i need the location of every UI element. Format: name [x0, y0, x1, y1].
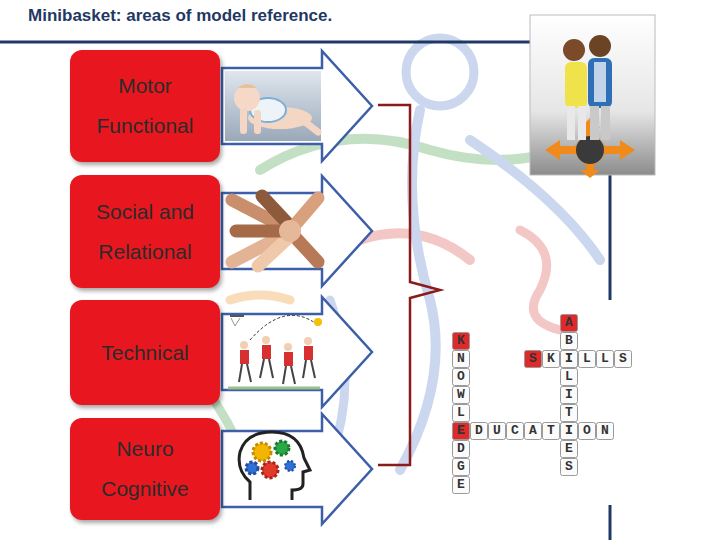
picture-arrow-part-part [303, 360, 306, 378]
picture-arrow [222, 176, 372, 286]
picture-arrow-part [232, 196, 318, 266]
watermark-figure-part [400, 110, 436, 470]
picture-arrow-part-part [236, 225, 284, 238]
picture-arrow-part-part [269, 359, 273, 378]
vertical-rule-part [609, 505, 612, 540]
picture-arrow-part-part [262, 345, 271, 359]
picture-arrow-part [222, 414, 372, 524]
kids-photo-part [601, 106, 610, 140]
picture-arrow-part-part [258, 238, 288, 266]
picture-arrow-part-part [260, 359, 264, 378]
kids-photo [530, 15, 655, 178]
kids-photo-part [576, 136, 604, 164]
watermark-figure-part [230, 295, 290, 300]
kids-photo-part [530, 15, 655, 175]
crossword-word: SKILLS [524, 350, 637, 368]
picture-arrow-part [238, 84, 257, 88]
diagram-title: Minibasket: areas of model reference. [28, 6, 332, 26]
picture-arrow-part [225, 71, 321, 141]
watermark-figure-part [520, 230, 560, 330]
picture-arrow-part-part [262, 336, 270, 344]
kids-photo-part [588, 58, 612, 108]
picture-arrow-part [230, 315, 244, 317]
kids-photo-part [590, 106, 599, 140]
picture-arrow-part [231, 318, 240, 326]
picture-arrow-part [275, 441, 289, 455]
area-box: Social and Relational [70, 175, 220, 288]
kids-photo-part [589, 35, 611, 57]
picture-arrow-part [250, 315, 318, 340]
picture-arrow-part [254, 110, 261, 134]
picture-arrow-part [300, 118, 318, 132]
picture-arrow-part [239, 359, 315, 384]
picture-arrow-part [279, 220, 301, 242]
picture-arrow-part [285, 461, 295, 471]
picture-arrow-part [228, 387, 320, 390]
picture-arrow-part-part [304, 346, 313, 360]
picture-arrow-part [253, 443, 271, 461]
picture-arrow [222, 414, 372, 524]
picture-arrow-part [240, 336, 312, 351]
kids-photo-part [565, 62, 587, 108]
picture-arrow-part [239, 432, 310, 500]
crossword-tiles [453, 315, 632, 494]
crossword-word: ABILITIES [564, 314, 574, 476]
picture-arrow-part-part [294, 198, 318, 226]
kids-photo-part [578, 106, 586, 140]
picture-arrow-part [222, 176, 372, 286]
picture-arrow-part [262, 462, 278, 478]
kids-photo-part [594, 62, 606, 102]
area-label: Motor Functional [77, 66, 213, 146]
picture-arrow-part-part [311, 360, 315, 378]
picture-arrow-part-part [239, 364, 242, 382]
picture-arrow-part-part [284, 352, 293, 366]
picture-arrow-part [314, 318, 322, 326]
watermark-figure-part [406, 38, 474, 106]
area-box: Technical [70, 300, 220, 405]
picture-arrow-part [234, 85, 260, 111]
picture-arrow-part-part [294, 236, 318, 262]
picture-arrow-part-part [247, 364, 251, 382]
picture-arrow-part-part [291, 366, 295, 384]
area-label: Technical [77, 333, 213, 373]
kids-photo-part [567, 106, 575, 140]
crossword-word: KNOWLEDGE [456, 332, 466, 494]
crossword-word: EDUCATION [452, 422, 619, 440]
picture-arrow-part [222, 51, 372, 161]
picture-arrow-part-part [304, 337, 312, 345]
picture-arrow [222, 51, 372, 161]
area-box: Motor Functional [70, 50, 220, 162]
picture-arrow-part-part [283, 366, 286, 384]
kids-photo-part [563, 39, 585, 61]
vertical-rule-part [609, 175, 612, 300]
title-rule [0, 41, 530, 44]
picture-arrow-part [240, 345, 313, 366]
picture-arrow-part-part [240, 341, 248, 349]
picture-arrow-part [222, 297, 372, 407]
area-label: Neuro Cognitive [77, 429, 213, 509]
picture-arrow [222, 297, 372, 407]
picture-arrow-part-part [240, 350, 249, 364]
area-box: Neuro Cognitive [70, 418, 220, 520]
picture-arrow-part [240, 108, 247, 134]
curly-bracket [378, 105, 440, 465]
picture-arrow-part [246, 462, 258, 474]
picture-arrow-part-part [284, 343, 292, 351]
area-label: Social and Relational [77, 192, 213, 272]
